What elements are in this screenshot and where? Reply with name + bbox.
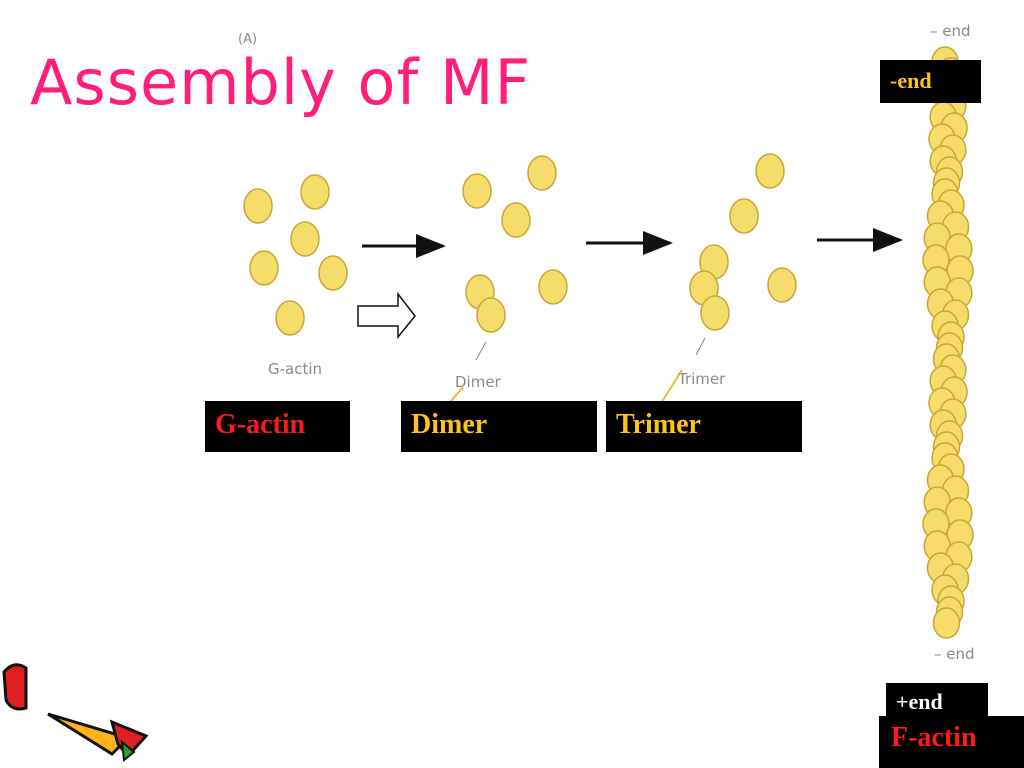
hollow-arrow xyxy=(358,294,415,337)
f-actin-box: F-actin xyxy=(879,716,1024,768)
monomer xyxy=(502,203,530,237)
monomer xyxy=(756,154,784,188)
monomer xyxy=(477,298,505,332)
monomer xyxy=(301,175,329,209)
minus-end-box: -end xyxy=(880,60,981,103)
monomer xyxy=(528,156,556,190)
f-actin-filament xyxy=(923,47,973,638)
monomer xyxy=(250,251,278,285)
monomer xyxy=(730,199,758,233)
monomer xyxy=(768,268,796,302)
monomer xyxy=(319,256,347,290)
monomer xyxy=(244,189,272,223)
monomer xyxy=(276,301,304,335)
trimer-stage-monomers xyxy=(690,154,796,330)
pencil-decoration xyxy=(4,665,146,760)
monomer xyxy=(291,222,319,256)
trimer-box: Trimer xyxy=(606,401,802,452)
filament-monomer xyxy=(934,608,960,638)
trimer-pointer xyxy=(696,338,705,355)
dimer-pointer xyxy=(476,342,486,360)
g-actin-box: G-actin xyxy=(205,401,350,452)
monomer xyxy=(539,270,567,304)
dimer-stage-monomers xyxy=(463,156,567,332)
g-actin-monomers xyxy=(244,175,347,335)
monomer xyxy=(463,174,491,208)
dimer-box: Dimer xyxy=(401,401,597,452)
monomer xyxy=(701,296,729,330)
